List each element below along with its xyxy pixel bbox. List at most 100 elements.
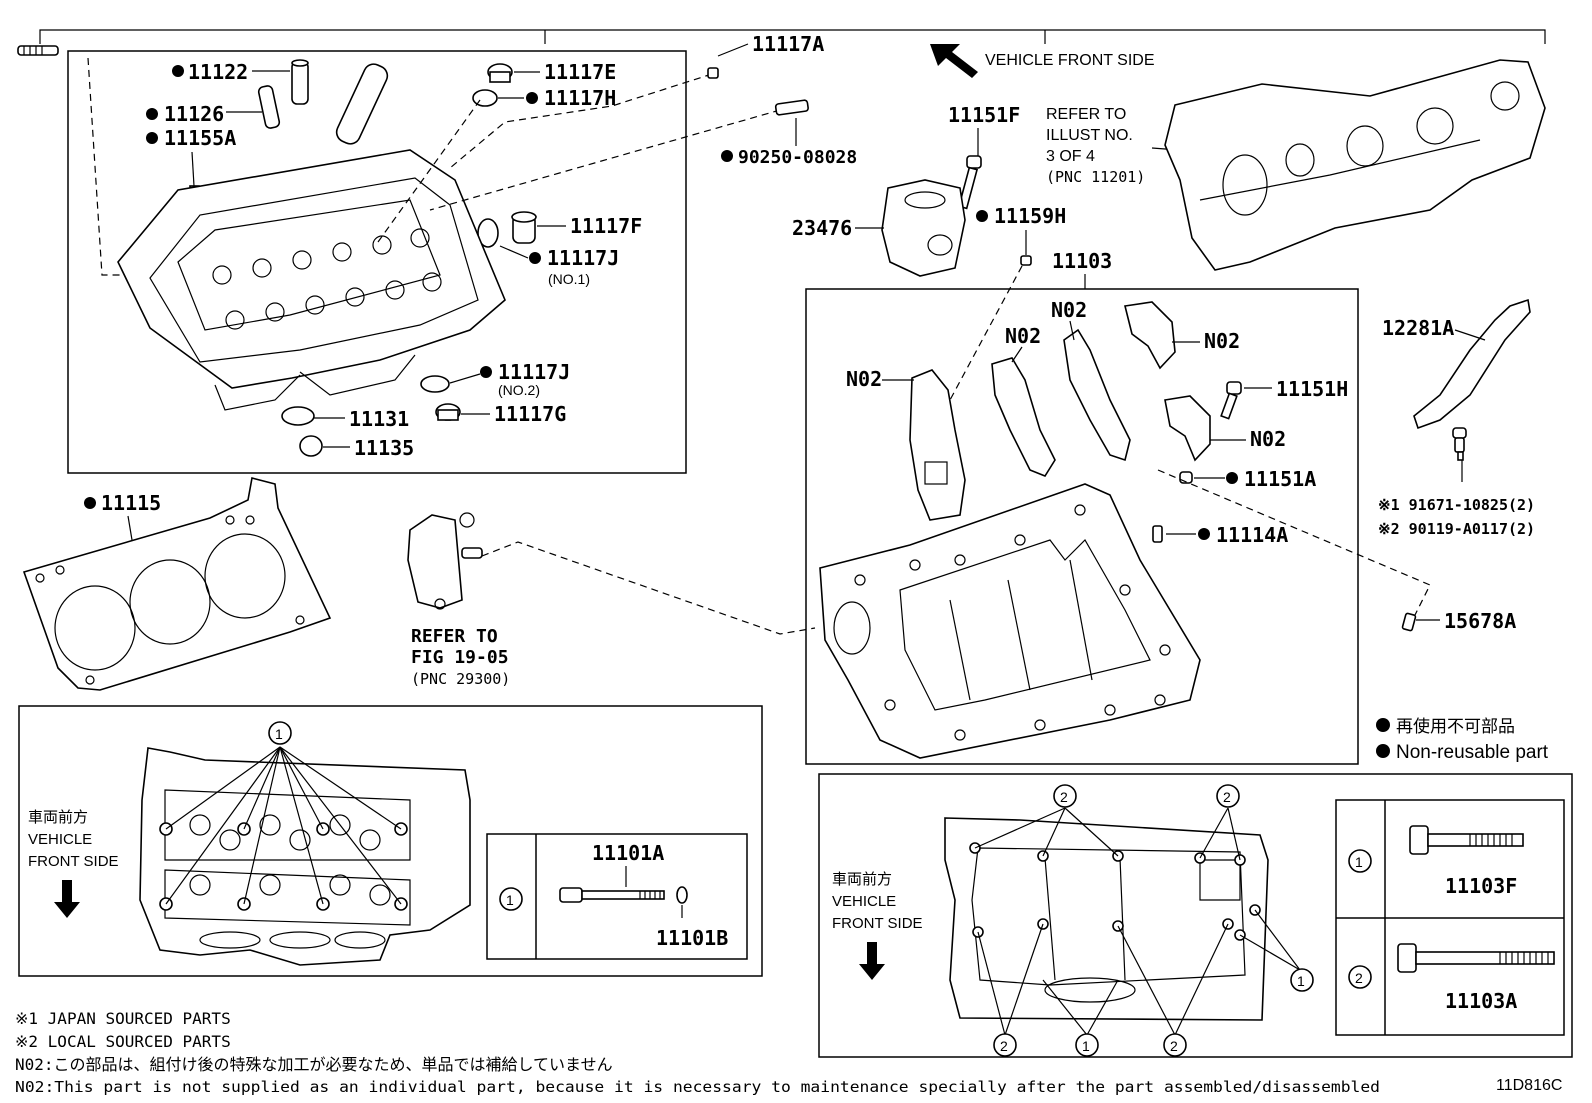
callout-11117J-2-label: 11117J: [498, 360, 570, 384]
block-bolt-markers: [969, 807, 1301, 1036]
inset-head-front-en2: FRONT SIDE: [28, 853, 119, 870]
legend-en: Non-reusable part: [1396, 742, 1549, 763]
chain-guide-12281A-icon: [1413, 298, 1531, 430]
cylinder-head-icon: [117, 149, 506, 411]
block-circle-1a-label: 1: [1082, 1038, 1090, 1054]
table-circle-1: [499, 887, 523, 911]
callout-11117J-1: 11117J (NO.1): [499, 245, 619, 287]
circle-1-marker: [268, 721, 292, 745]
footnotes: ※1 JAPAN SOURCED PARTS ※2 LOCAL SOURCED …: [15, 1009, 1562, 1096]
block-table-circle2-label: 2: [1355, 970, 1363, 986]
timing-cover-icon: [1164, 59, 1546, 271]
block-table-circle1-label: 1: [1355, 854, 1363, 870]
stud-bolt-icon: [17, 45, 59, 56]
inset-head-front-en1: VEHICLE: [28, 831, 92, 848]
callout-11114A-label: 11114A: [1216, 523, 1288, 547]
callout-11155A-label: 11155A: [164, 126, 236, 150]
callout-11117A: 11117A: [707, 32, 824, 79]
legend-dot-icon: [1376, 718, 1390, 732]
block-circle-1a: [1075, 1033, 1099, 1057]
footnote-n02-jp: N02:この部品は、組付け後の特殊な加工が必要なため、単品では補給していません: [15, 1055, 613, 1074]
block-circle-2c: [993, 1033, 1017, 1057]
down-arrow-icon-2: [859, 942, 885, 980]
block-circle-2d-label: 2: [1170, 1038, 1178, 1054]
callout-11117A-label: 11117A: [752, 32, 824, 56]
callout-11117H-label: 11117H: [544, 86, 616, 110]
callout-23476-label: 23476: [792, 216, 852, 240]
pipe-11122-icon: [291, 59, 309, 105]
inset-block-bolts: 車両前方 VEHICLE FRONT SIDE: [818, 773, 1573, 1058]
inset-head-frame: [18, 705, 763, 977]
callout-11135-label: 11135: [354, 436, 414, 460]
callout-11117J-1-sub: (NO.1): [548, 271, 590, 287]
table-circle-2-block: [1348, 965, 1372, 989]
block-circle-2b-label: 2: [1223, 789, 1231, 805]
n02-label-b: N02: [1005, 324, 1041, 348]
guide-note-1: ※1 91671-10825(2): [1378, 496, 1535, 514]
vacuum-pump-icon: [407, 512, 483, 610]
cylinder-head-frame: [67, 50, 687, 474]
callout-11115-label: 11115: [101, 491, 161, 515]
bearing-cap-icon: [909, 301, 1211, 521]
callout-11151F-label: 11151F: [948, 103, 1020, 127]
bolt-11103F-label: 11103F: [1445, 874, 1517, 898]
plug-11117E-icon: [487, 63, 513, 83]
callout-11117F-label: 11117F: [570, 214, 642, 238]
callout-11117F: 11117F: [537, 214, 642, 238]
block-circle-2b: [1216, 784, 1240, 808]
bolt-11101B-label: 11101B: [656, 926, 728, 950]
cover-ref-line4: (PNC 11201): [1046, 168, 1145, 186]
inset-block-frame: [818, 773, 1573, 1058]
seal-11117J-icon: [477, 218, 499, 248]
callout-11117J-2-sub: (NO.2): [498, 382, 540, 398]
callout-11135: 11135: [323, 436, 414, 460]
block-circle-2c-label: 2: [1000, 1038, 1008, 1054]
head-table-circle-label: 1: [506, 892, 514, 908]
block-circle-2d: [1163, 1033, 1187, 1057]
callout-11117E-label: 11117E: [544, 60, 616, 84]
callout-11117G: 11117G: [461, 402, 566, 426]
cover-ref-line2: ILLUST NO.: [1046, 127, 1133, 144]
callout-11131: 11131: [314, 407, 409, 431]
head-top-view-icon: [139, 747, 471, 966]
table-circle-1-block: [1348, 849, 1372, 873]
callout-11114A: 11114A: [1152, 523, 1288, 547]
block-bottom-view-icon: [944, 817, 1269, 1021]
callout-11126: 11126: [146, 102, 262, 126]
callout-11117J-2: 11117J (NO.2): [449, 360, 570, 398]
legend-dot-icon-2: [1376, 744, 1390, 758]
diagram-id: 11D816C: [1496, 1077, 1562, 1094]
callout-11131-label: 11131: [349, 407, 409, 431]
inset-head-front-jp: 車両前方: [28, 809, 88, 826]
inset-block-front-en2: FRONT SIDE: [832, 915, 923, 932]
block-circle-1b-label: 1: [1297, 973, 1305, 989]
vacuum-pump-group: REFER TO FIG 19-05 (PNC 29300): [407, 512, 816, 688]
vehicle-front-label: VEHICLE FRONT SIDE: [985, 52, 1155, 69]
plug-11117F-icon: [511, 211, 537, 244]
callout-15678A: 15678A: [1401, 609, 1516, 633]
legend: 再使用不可部品 Non-reusable part: [1376, 716, 1549, 763]
plug-11135-icon: [299, 435, 323, 457]
callout-11126-label: 11126: [164, 102, 224, 126]
block-circle-2a: [1053, 784, 1077, 808]
n02-label-d: N02: [846, 367, 882, 391]
callout-90250-label: 90250-08028: [738, 147, 857, 168]
inset-head-circle-label: 1: [275, 726, 283, 742]
legend-jp: 再使用不可部品: [1396, 716, 1515, 736]
callout-15678A-label: 15678A: [1444, 609, 1516, 633]
callout-11117E: 11117E: [514, 60, 616, 84]
front-arrow-icon: [930, 44, 978, 78]
callout-11159H-label: 11159H: [994, 204, 1066, 228]
bolt-11151F-icon: [957, 155, 982, 210]
pipe-11126-icon: [257, 85, 281, 129]
washer-11101B-icon: [676, 886, 688, 904]
callout-90250: 90250-08028: [721, 99, 857, 168]
head-gasket-group: 11115: [22, 477, 332, 691]
head-gasket-icon: [22, 477, 332, 691]
inset-block-front-en1: VEHICLE: [832, 893, 896, 910]
callout-11151A: 11151A: [1179, 467, 1316, 491]
callout-11155A: 11155A: [146, 126, 236, 187]
callout-11151A-label: 11151A: [1244, 467, 1316, 491]
callout-11122-label: 11122: [188, 60, 248, 84]
